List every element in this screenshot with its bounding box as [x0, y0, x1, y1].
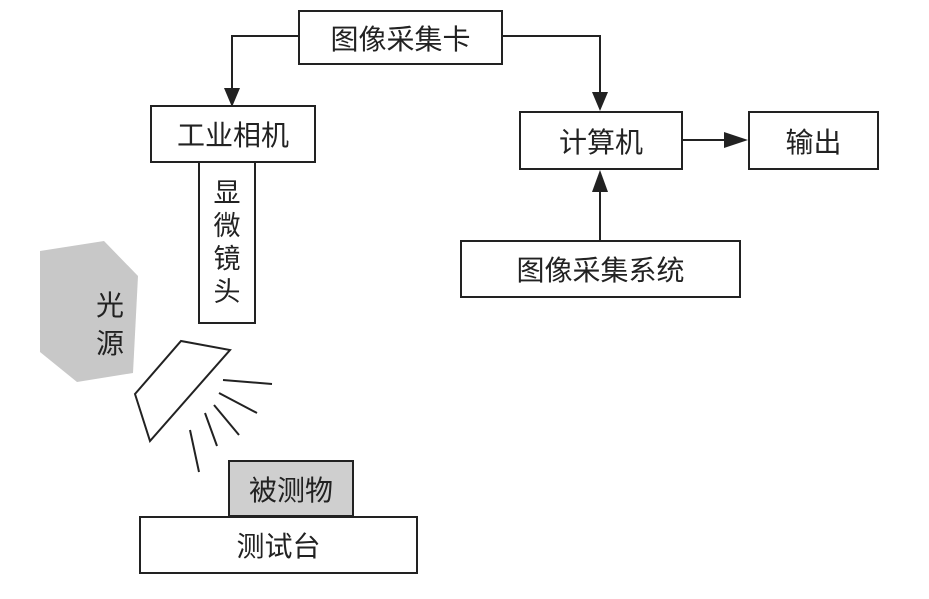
output-label: 输出 — [785, 125, 842, 159]
lens-char: 显 — [213, 177, 241, 209]
light-source-char: 源 — [95, 327, 124, 360]
light-source-shape — [40, 241, 138, 382]
object-box: 被测物 — [228, 460, 354, 517]
lens-char: 头 — [213, 276, 241, 308]
camera-label: 工业相机 — [176, 119, 289, 152]
arrowhead-output — [724, 132, 748, 148]
capture-system-label: 图像采集系统 — [516, 254, 685, 287]
test-stage-label: 测试台 — [236, 530, 321, 563]
light-source-char: 光 — [95, 289, 124, 322]
lens-box: 显 微 镜 头 — [198, 163, 256, 324]
computer-box: 计算机 — [519, 111, 683, 170]
light-ray — [189, 429, 200, 473]
arrowhead-computer-top — [592, 92, 608, 111]
arrowhead-computer-bottom — [592, 170, 608, 192]
light-ray — [204, 412, 218, 447]
capture-system-box: 图像采集系统 — [460, 240, 741, 298]
object-label: 被测物 — [248, 473, 333, 507]
lamp-reflector-shape — [133, 339, 232, 443]
computer-label: 计算机 — [558, 125, 643, 159]
camera-box: 工业相机 — [150, 105, 316, 163]
light-ray — [222, 379, 273, 385]
arrow-capture-card-to-computer — [503, 35, 601, 108]
light-source-label: 光 源 — [93, 287, 127, 363]
lens-char: 镜 — [213, 243, 241, 275]
lens-char: 微 — [213, 210, 241, 242]
light-ray — [218, 392, 258, 414]
capture-card-label: 图像采集卡 — [330, 22, 471, 56]
light-ray — [213, 404, 240, 436]
capture-card-box: 图像采集卡 — [298, 10, 503, 65]
arrow-capture-card-to-camera — [231, 35, 298, 104]
output-box: 输出 — [748, 111, 879, 170]
test-stage-box: 测试台 — [139, 516, 418, 574]
light-rays — [189, 379, 273, 473]
arrowhead-camera — [224, 88, 240, 107]
